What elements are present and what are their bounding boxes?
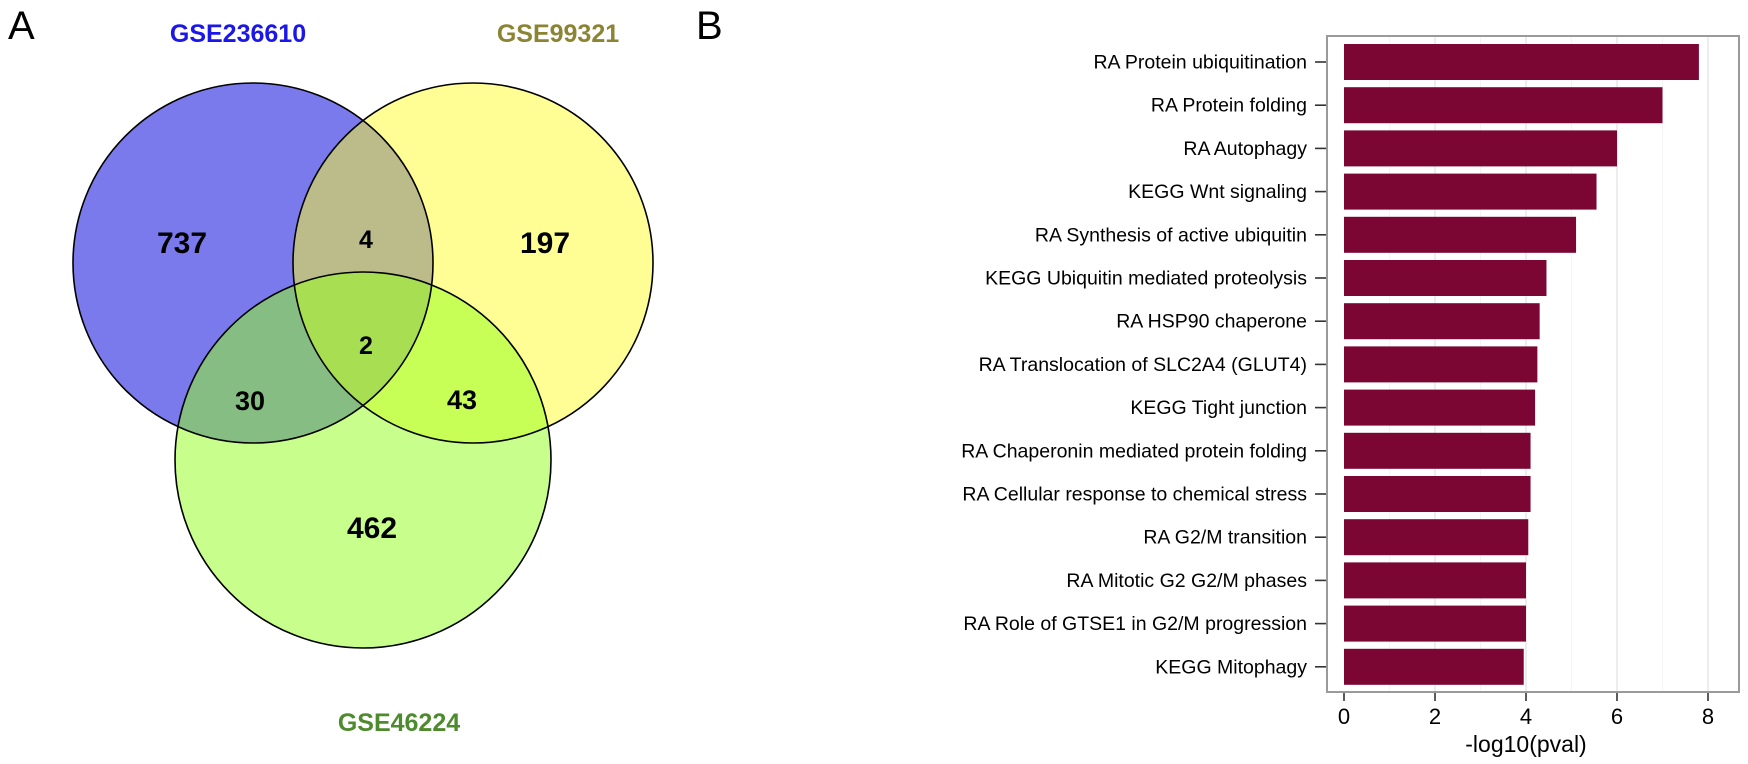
bar: [1344, 346, 1538, 383]
enrichment-bar-chart: RA Protein ubiquitination RA Protein fold…: [961, 35, 1740, 757]
category-label: RA Protein folding: [1151, 95, 1307, 117]
venn-circle-blue-outline: [72, 82, 434, 444]
x-tick-label: 6: [1611, 704, 1623, 729]
set-label-gse236610: GSE236610: [170, 20, 306, 48]
x-tick-label: 2: [1429, 704, 1441, 729]
bar: [1344, 648, 1524, 685]
venn-diagram: GSE236610 GSE99321 GSE46224 737 4 197 2 …: [72, 20, 654, 737]
bar: [1344, 44, 1699, 80]
bar: [1344, 605, 1526, 642]
category-label: RA Translocation of SLC2A4 (GLUT4): [979, 354, 1307, 376]
bar: [1344, 260, 1547, 296]
set-label-gse99321: GSE99321: [497, 20, 619, 48]
bar: [1344, 389, 1536, 426]
venn-circle-green-outline: [174, 271, 552, 649]
category-label: RA Synthesis of active ubiquitin: [1035, 224, 1307, 246]
set-label-gse46224: GSE46224: [338, 709, 460, 737]
count-green-only: 462: [347, 512, 397, 545]
category-label: RA HSP90 chaperone: [1116, 311, 1307, 333]
category-label: RA Role of GTSE1 in G2/M progression: [963, 613, 1307, 635]
category-label: RA Autophagy: [1183, 138, 1307, 160]
category-label: KEGG Tight junction: [1130, 397, 1307, 419]
count-center: 2: [359, 332, 373, 360]
bar: [1344, 173, 1597, 210]
bar: [1344, 562, 1526, 599]
bar: [1344, 519, 1529, 556]
category-label: RA Protein ubiquitination: [1093, 52, 1307, 74]
x-axis-title: -log10(pval): [1465, 731, 1586, 757]
category-label: RA Chaperonin mediated protein folding: [961, 440, 1307, 462]
venn-circle-green-fill: [175, 272, 551, 648]
x-tick-label: 4: [1520, 704, 1532, 729]
venn-circle-yellow-outline: [292, 82, 654, 444]
category-label: RA G2/M transition: [1143, 527, 1307, 549]
bar: [1344, 216, 1577, 253]
bar: [1344, 432, 1531, 469]
x-tick-label: 0: [1338, 704, 1350, 729]
plot-border: [1326, 35, 1740, 693]
category-label: RA Mitotic G2 G2/M phases: [1066, 570, 1307, 592]
count-blue-only: 737: [157, 227, 207, 260]
panel-a-label: A: [8, 4, 35, 48]
category-label: KEGG Ubiquitin mediated proteolysis: [985, 268, 1307, 290]
count-blue-yellow: 4: [359, 226, 373, 254]
category-label: KEGG Mitophagy: [1155, 656, 1307, 678]
panel-b-label: B: [696, 4, 723, 48]
bar: [1344, 303, 1540, 340]
count-yellow-green: 43: [447, 385, 477, 415]
bar: [1344, 87, 1663, 124]
bar: [1344, 130, 1617, 167]
count-yellow-only: 197: [520, 227, 570, 260]
bar: [1344, 476, 1531, 512]
category-label: KEGG Wnt signaling: [1128, 181, 1307, 203]
x-tick-label: 8: [1702, 704, 1714, 729]
count-blue-green: 30: [235, 386, 265, 416]
category-label: RA Cellular response to chemical stress: [962, 484, 1307, 506]
